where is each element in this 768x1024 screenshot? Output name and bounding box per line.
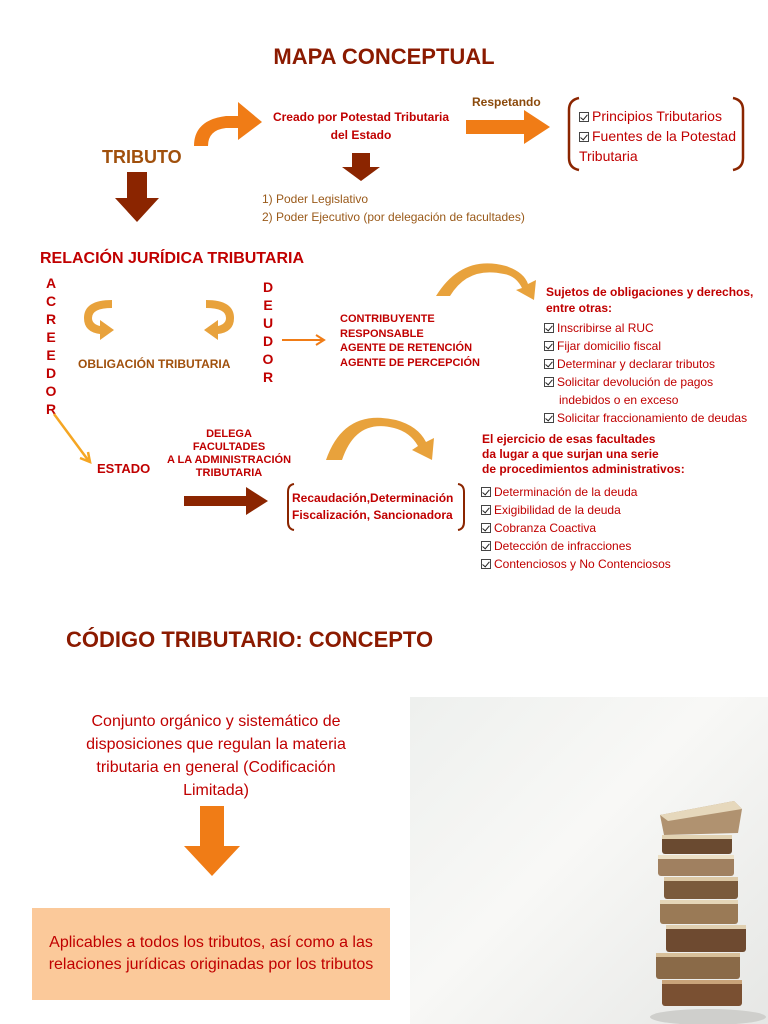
acreedor-letter: R — [45, 311, 57, 327]
small-down-arrow-icon — [342, 153, 380, 181]
ejercicio-heading-line: de procedimientos administrativos: — [482, 462, 685, 476]
concepto-text: Conjunto orgánico y sistemático de dispo… — [86, 713, 346, 799]
left-bracket-icon — [567, 96, 580, 172]
deudor-vertical: D E U D O R — [260, 278, 276, 386]
deudor-letter: D — [262, 333, 274, 349]
principio-item: Fuentes de la Potestad Tributaria — [579, 128, 736, 164]
list-item: Fijar domicilio fiscal — [544, 337, 747, 355]
curved-arrow-icon — [194, 102, 262, 146]
delega-line: FACULTADES — [192, 441, 266, 453]
book-stack-icon — [650, 801, 766, 1024]
sujetos-heading-line: Sujetos de obligaciones y derechos, — [546, 285, 754, 299]
sujetos-list: Inscribirse al RUC Fijar domicilio fisca… — [544, 319, 747, 427]
sujetos-heading: Sujetos de obligaciones y derechos, entr… — [546, 284, 753, 316]
list-item: Determinar y declarar tributos — [544, 355, 747, 373]
estado-label: ESTADO — [97, 461, 151, 476]
list-item: Detección de infracciones — [481, 537, 671, 555]
right-arrow-icon — [466, 110, 550, 144]
obligacion-label: OBLIGACIÓN TRIBUTARIA — [78, 357, 231, 371]
section-title: CÓDIGO TRIBUTARIO: CONCEPTO — [66, 627, 434, 652]
books-photo — [410, 697, 768, 1024]
ejercicio-heading-line: da lugar a que surjan una serie — [482, 447, 659, 461]
curl-left-arrow-icon — [84, 300, 114, 340]
poder-item: 2) Poder Ejecutivo (por delegación de fa… — [262, 210, 525, 224]
sujeto-tipo: AGENTE DE PERCEPCIÓN — [340, 356, 480, 369]
ejercicio-heading-line: El ejercicio de esas facultades — [482, 432, 656, 446]
ejercicio-list: Determinación de la deuda Exigibilidad d… — [481, 483, 671, 573]
acreedor-letter: A — [45, 275, 57, 291]
list-item: Solicitar fraccionamiento de deudas — [544, 409, 747, 427]
acreedor-vertical: A C R E E D O R — [43, 274, 59, 418]
creado-text: Creado por Potestad Tributaria del Estad… — [272, 110, 450, 142]
curl-right-arrow-icon — [204, 300, 234, 340]
acreedor-letter: E — [46, 329, 56, 345]
down-arrow-icon — [115, 172, 159, 222]
list-item: Determinación de la deuda — [481, 483, 671, 501]
arch-arrow-icon — [436, 263, 536, 300]
list-item-continuation: indebidos o en exceso — [559, 393, 679, 407]
arch-arrow-icon — [326, 417, 434, 460]
deudor-letter: E — [263, 297, 273, 313]
list-item: Contenciosos y No Contenciosos — [481, 555, 671, 573]
acreedor-letter: O — [45, 383, 57, 399]
page-title: MAPA CONCEPTUAL — [273, 44, 495, 69]
thin-right-arrow-icon — [282, 334, 326, 346]
delega-text: DELEGA FACULTADES A LA ADMINISTRACIÓN TR… — [164, 428, 294, 480]
list-item: Inscribirse al RUC — [544, 319, 747, 337]
list-item: Cobranza Coactiva — [481, 519, 671, 537]
deudor-letter: D — [262, 279, 274, 295]
list-item: Solicitar devolución de pagos — [544, 373, 747, 391]
facultad-line: Recaudación,Determinación — [292, 491, 454, 505]
acreedor-letter: C — [45, 293, 57, 309]
list-item: Exigibilidad de la deuda — [481, 501, 671, 519]
tributo-label: TRIBUTO — [102, 147, 182, 167]
deudor-letter: R — [262, 369, 274, 385]
respetando-label: Respetando — [472, 95, 541, 109]
delega-line: A LA ADMINISTRACIÓN — [166, 454, 292, 466]
right-arrow-dark-icon — [184, 487, 268, 515]
sujeto-tipo: RESPONSABLE — [340, 327, 424, 340]
ejercicio-heading: El ejercicio de esas facultades da lugar… — [482, 432, 685, 477]
right-bracket-icon — [457, 483, 465, 531]
aplicables-text: Aplicables a todos los tributos, así com… — [48, 934, 374, 973]
deudor-letter: O — [262, 351, 274, 367]
right-bracket-icon — [732, 96, 745, 172]
aplicables-box: Aplicables a todos los tributos, así com… — [32, 908, 390, 1000]
left-bracket-icon — [287, 483, 295, 531]
delega-line: TRIBUTARIA — [195, 467, 263, 479]
facultades-box: Recaudación,Determinación Fiscalización,… — [286, 482, 466, 532]
poderes-list: 1) Poder Legislativo 2) Poder Ejecutivo … — [262, 190, 525, 226]
acreedor-letter: E — [46, 347, 56, 363]
sujetos-heading-line: entre otras: — [546, 301, 613, 315]
principios-box: Principios Tributarios Fuentes de la Pot… — [567, 96, 745, 172]
diagonal-arrow-icon — [52, 413, 92, 465]
acreedor-letter: R — [45, 401, 57, 417]
contribuyente-list: CONTRIBUYENTE RESPONSABLE AGENTE DE RETE… — [340, 312, 480, 370]
facultad-line: Fiscalización, Sancionadora — [292, 508, 453, 522]
delega-line: DELEGA — [206, 428, 252, 440]
acreedor-letter: D — [45, 365, 57, 381]
deudor-letter: U — [262, 315, 274, 331]
big-down-arrow-icon — [184, 806, 240, 876]
principio-item: Principios Tributarios — [579, 106, 739, 126]
poder-item: 1) Poder Legislativo — [262, 192, 369, 206]
sujeto-tipo: CONTRIBUYENTE — [340, 313, 435, 325]
relacion-heading: RELACIÓN JURÍDICA TRIBUTARIA — [40, 250, 304, 267]
sujeto-tipo: AGENTE DE RETENCIÓN — [340, 342, 473, 354]
